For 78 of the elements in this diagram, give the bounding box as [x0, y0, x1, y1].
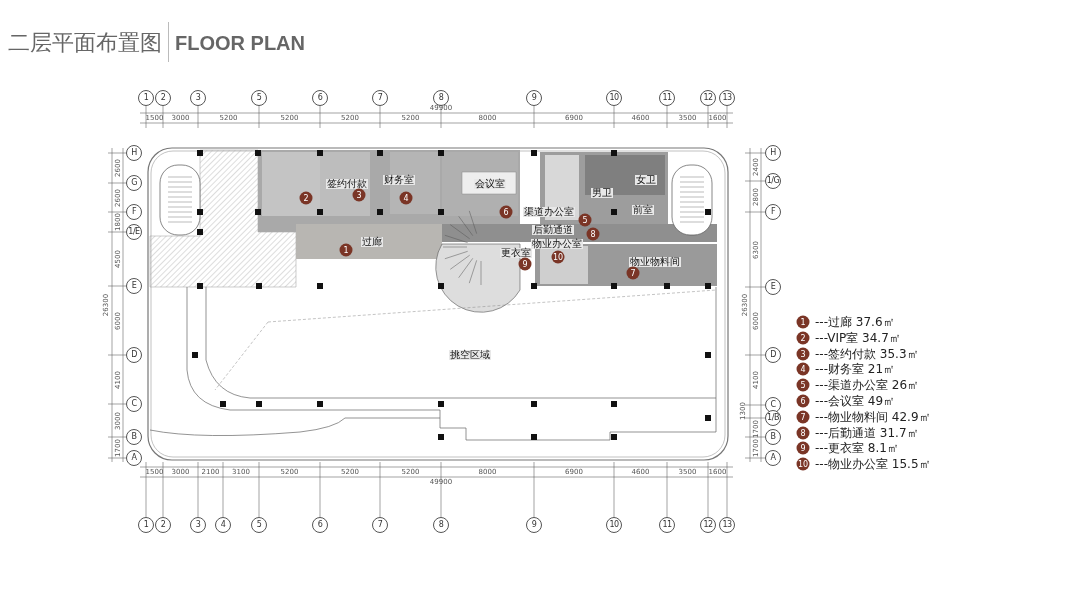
legend-marker: 10 [796, 457, 810, 471]
axis-bubble: C [765, 397, 781, 413]
legend-text: ---后勤通道 31.7㎡ [815, 426, 919, 439]
axis-bubble: 1 [138, 90, 154, 106]
axis-bubble: 6 [312, 90, 328, 106]
axis-bubble: 11 [659, 517, 675, 533]
legend-marker: 9 [796, 441, 810, 455]
axis-bubble: 12 [700, 517, 716, 533]
room-label: 会议室 [474, 179, 506, 189]
axis-bubble: F [126, 204, 142, 220]
axis-bubble: 1/G [765, 173, 781, 189]
room-label: 后勤通道 [532, 225, 574, 235]
room-label: 签约付款 [326, 179, 368, 189]
axis-bubble: 5 [251, 90, 267, 106]
room-label: 渠道办公室 [523, 207, 575, 217]
axis-bubble: 6 [312, 517, 328, 533]
axis-bubble: H [126, 145, 142, 161]
axis-bubble: H [765, 145, 781, 161]
axis-bubble: 12 [700, 90, 716, 106]
legend-marker: 2 [796, 331, 810, 345]
axis-bubble: E [765, 279, 781, 295]
axis-bubble: 1/B [765, 410, 781, 426]
axis-bubble: 5 [251, 517, 267, 533]
legend-text: ---过廊 37.6㎡ [815, 316, 895, 328]
axis-bubble: G [126, 175, 142, 191]
axis-bubble: C [126, 396, 142, 412]
axis-bubble: D [126, 347, 142, 363]
axis-bubble: 2 [155, 90, 171, 106]
axis-bubble: 13 [719, 517, 735, 533]
room-label: 挑空区域 [449, 350, 491, 360]
room-label: 过廊 [361, 237, 383, 247]
legend-marker: 4 [796, 362, 810, 376]
room-label: 更衣室 [500, 248, 532, 258]
legend-text: ---物业办公室 15.5㎡ [815, 458, 931, 471]
legend-text: ---更衣室 8.1㎡ [815, 442, 899, 455]
room-label: 物业物料间 [629, 257, 681, 267]
axis-bubble: A [765, 450, 781, 466]
legend-text: ---会议室 49㎡ [815, 395, 896, 407]
axis-bubble: 9 [526, 90, 542, 106]
axis-bubble: F [765, 204, 781, 220]
axis-bubble: 4 [215, 517, 231, 533]
title-subtitle: FLOOR PLAN [175, 32, 305, 54]
axis-bubble: 8 [433, 90, 449, 106]
room-label: 财务室 [383, 175, 415, 185]
axis-bubble: 2 [155, 517, 171, 533]
legend-text: ---物业物料间 42.9㎡ [815, 410, 931, 423]
legend-text: ---渠道办公室 26㎡ [815, 379, 920, 392]
axis-bubble: D [765, 347, 781, 363]
axis-bubble: 1/E [126, 224, 142, 240]
legend-marker: 3 [796, 347, 810, 361]
axis-bubble: 9 [526, 517, 542, 533]
axis-bubble: 11 [659, 90, 675, 106]
axis-bubble: 10 [606, 517, 622, 533]
axis-bubble: 7 [372, 517, 388, 533]
legend-marker: 6 [796, 394, 810, 408]
axis-bubble: B [126, 429, 142, 445]
legend-marker: 7 [796, 410, 810, 424]
legend-marker: 1 [796, 315, 810, 329]
axis-bubble: 10 [606, 90, 622, 106]
room-label: 前室 [632, 205, 654, 215]
legend-text: ---签约付款 35.3㎡ [815, 347, 919, 360]
legend-marker: 8 [796, 426, 810, 440]
axis-bubble: E [126, 278, 142, 294]
room-label: 男卫 [591, 188, 613, 198]
room-label: 物业办公室 [531, 239, 583, 249]
legend-marker: 5 [796, 378, 810, 392]
axis-bubble: 8 [433, 517, 449, 533]
axis-bubble: A [126, 450, 142, 466]
legend-text: ---VIP室 34.7㎡ [815, 331, 901, 344]
page-title: 二层平面布置图 [8, 30, 162, 55]
axis-bubble: B [765, 429, 781, 445]
axis-bubble: 1 [138, 517, 154, 533]
axis-bubble: 3 [190, 90, 206, 106]
legend-text: ---财务室 21㎡ [815, 363, 896, 376]
room-label: 女卫 [635, 175, 657, 185]
axis-bubble: 3 [190, 517, 206, 533]
axis-bubble: 13 [719, 90, 735, 106]
axis-bubble: 7 [372, 90, 388, 106]
